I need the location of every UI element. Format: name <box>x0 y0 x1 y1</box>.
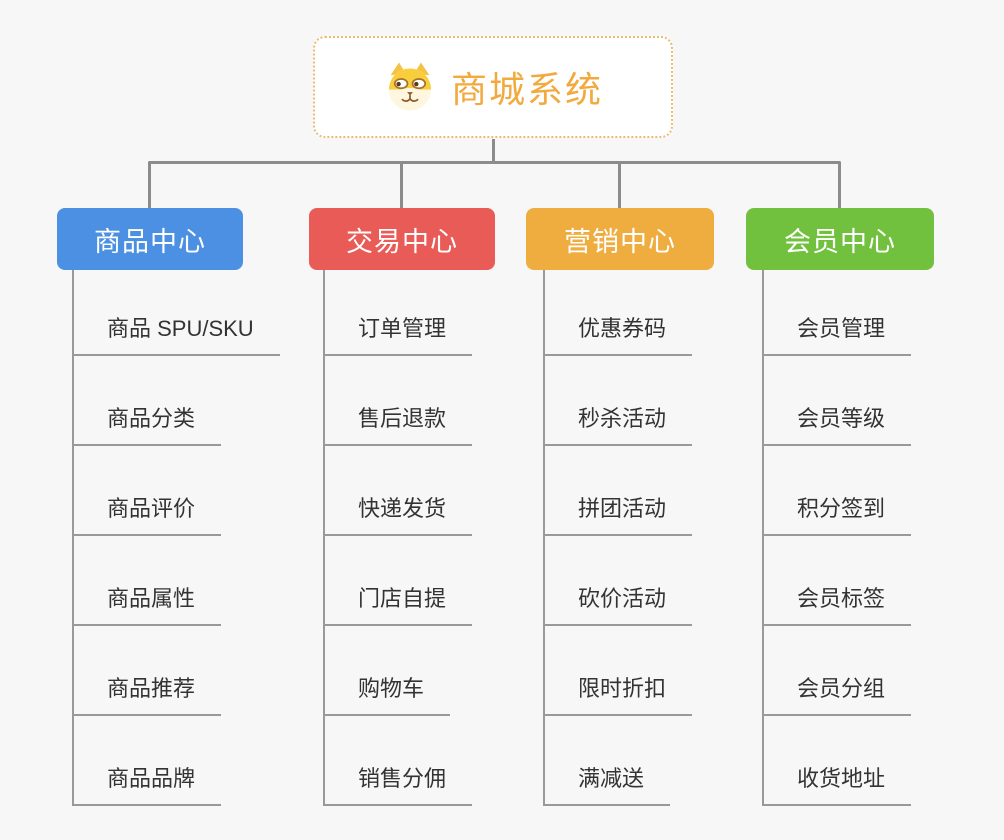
root-node[interactable]: 商城系统 <box>313 36 673 138</box>
tree-node[interactable]: 商品评价 <box>74 446 222 536</box>
tree-node[interactable]: 商品推荐 <box>74 626 222 716</box>
tree-node[interactable]: 会员等级 <box>764 356 912 446</box>
tree-node[interactable]: 商品属性 <box>74 536 222 626</box>
tree-node[interactable]: 会员分组 <box>764 626 912 716</box>
branch-list-marketing: 优惠券码 秒杀活动 拼团活动 砍价活动 限时折扣 满减送 <box>543 270 693 806</box>
connector-bus <box>148 161 841 164</box>
tree-node[interactable]: 拼团活动 <box>545 446 693 536</box>
tree-node[interactable]: 销售分佣 <box>325 716 473 806</box>
connector-root-stem <box>492 139 495 164</box>
connector-drop <box>618 162 621 210</box>
branch-header-trade[interactable]: 交易中心 <box>309 208 495 270</box>
tree-node[interactable]: 快递发货 <box>325 446 473 536</box>
branch-header-marketing[interactable]: 营销中心 <box>526 208 714 270</box>
dog-icon <box>388 62 432 111</box>
branch-header-product[interactable]: 商品中心 <box>57 208 243 270</box>
branch-list-product: 商品 SPU/SKU 商品分类 商品评价 商品属性 商品推荐 商品品牌 <box>72 270 280 806</box>
tree-node[interactable]: 商品 SPU/SKU <box>74 270 280 356</box>
tree-node[interactable]: 满减送 <box>545 716 671 806</box>
tree-node[interactable]: 收货地址 <box>764 716 912 806</box>
tree-node[interactable]: 商品分类 <box>74 356 222 446</box>
root-title: 商城系统 <box>450 69 603 110</box>
connector-drop <box>838 162 841 210</box>
tree-node[interactable]: 会员管理 <box>764 270 912 356</box>
tree-node[interactable]: 秒杀活动 <box>545 356 693 446</box>
tree-node[interactable]: 会员标签 <box>764 536 912 626</box>
tree-node[interactable]: 积分签到 <box>764 446 912 536</box>
branch-header-member[interactable]: 会员中心 <box>746 208 934 270</box>
tree-node[interactable]: 售后退款 <box>325 356 473 446</box>
tree-node[interactable]: 商品品牌 <box>74 716 222 806</box>
tree-node[interactable]: 订单管理 <box>325 270 473 356</box>
branch-list-trade: 订单管理 售后退款 快递发货 门店自提 购物车 销售分佣 <box>323 270 473 806</box>
tree-node[interactable]: 门店自提 <box>325 536 473 626</box>
tree-node[interactable]: 优惠券码 <box>545 270 693 356</box>
tree-node[interactable]: 砍价活动 <box>545 536 693 626</box>
connector-drop <box>400 162 403 210</box>
connector-drop <box>148 162 151 210</box>
tree-node[interactable]: 购物车 <box>325 626 451 716</box>
branch-list-member: 会员管理 会员等级 积分签到 会员标签 会员分组 收货地址 <box>762 270 912 806</box>
tree-node[interactable]: 限时折扣 <box>545 626 693 716</box>
